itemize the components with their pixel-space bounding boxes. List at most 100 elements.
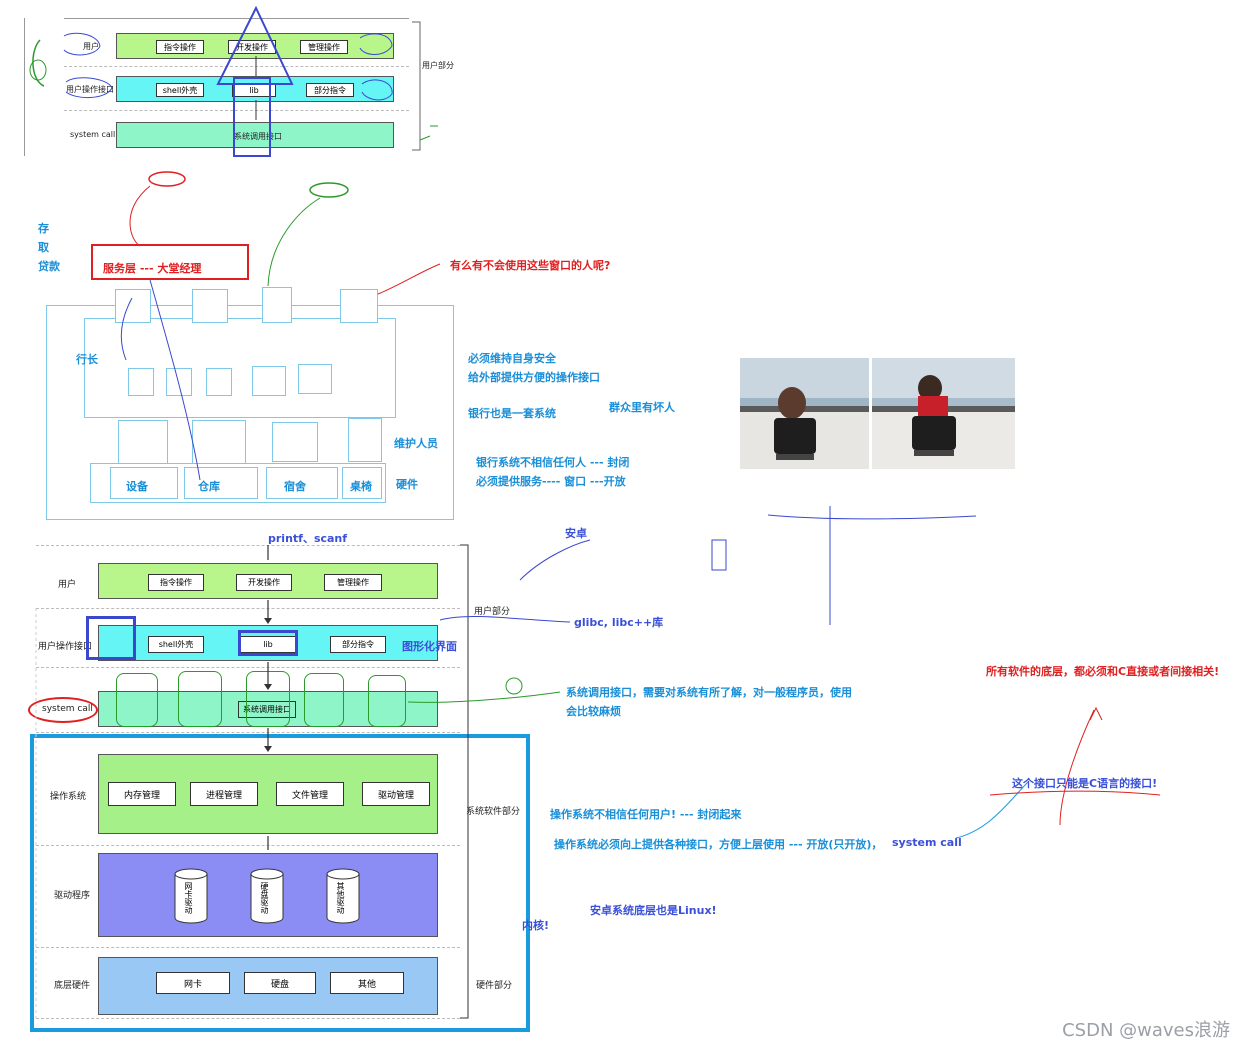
top-cmd-box: 指令操作 [156, 40, 204, 54]
syscall-note-2: 会比较麻烦 [566, 705, 621, 718]
hw-label: 硬件 [396, 478, 418, 491]
mem-mgmt-box: 内存管理 [108, 782, 176, 806]
main-sep-3 [36, 732, 460, 733]
nic-box: 网卡 [156, 972, 230, 994]
window-4 [340, 289, 378, 323]
window-1 [115, 289, 151, 323]
gui-highlight-box [86, 616, 136, 660]
bank-note-1: 必须维持自身安全 [468, 352, 556, 365]
maint-4 [348, 418, 382, 462]
disk-driver-text: 硬盘驱动 [260, 882, 269, 914]
glibc-note: glibc, libc++库 [574, 616, 664, 629]
question-note: 有么有不会使用这些窗口的人呢? [450, 259, 611, 272]
boss-label: 行长 [76, 353, 98, 366]
part-cmd-box: 部分指令 [330, 636, 386, 653]
main-sep-1 [36, 608, 460, 609]
android-note: 安卓 [565, 527, 587, 540]
bank-note-6: 必须提供服务---- 窗口 ---开放 [476, 475, 626, 488]
hw-furniture: 桌椅 [350, 480, 372, 493]
shell-box: shell外壳 [148, 636, 204, 653]
syscall-port-5 [368, 675, 406, 727]
bank-note-5: 银行系统不相信任何人 --- 封闭 [476, 456, 630, 469]
staff-3 [206, 368, 232, 396]
nic-driver-cylinder: 网卡驱动 [174, 868, 208, 924]
proc-mgmt-box: 进程管理 [190, 782, 258, 806]
printf-label: printf、scanf [268, 532, 348, 545]
hw-dorm-box [266, 467, 338, 499]
bank-note-3: 银行也是一套系统 [468, 407, 556, 420]
other-hw-box: 其他 [330, 972, 404, 994]
hw-row-label: 底层硬件 [54, 981, 91, 991]
maint-3 [272, 422, 318, 462]
top-dev-box: 开发操作 [228, 40, 276, 54]
syscall-iface-box: 系统调用接口 [238, 701, 296, 718]
top-rule [64, 18, 409, 19]
main-sep-6 [36, 1018, 460, 1019]
service-layer-box [91, 244, 249, 280]
syscall-port-4 [304, 673, 344, 727]
admin-op-box: 管理操作 [324, 574, 382, 591]
main-sep-5 [36, 947, 460, 948]
hw-store-box [184, 467, 258, 499]
top-lib-box: lib [232, 83, 276, 97]
bank-note-4: 群众里有坏人 [609, 401, 675, 414]
top-syscall-layer [116, 122, 394, 148]
top-shell-box: shell外壳 [156, 83, 204, 97]
hw-furniture-box [342, 467, 382, 499]
top-user-label: 用户 [83, 42, 99, 51]
disk-box: 硬盘 [244, 972, 316, 994]
main-sep-4 [36, 845, 460, 846]
dev-op-box: 开发操作 [236, 574, 292, 591]
syscall-port-2 [178, 671, 222, 727]
window-2 [192, 289, 228, 323]
syscall-port-1 [116, 673, 158, 727]
top-part-cmd-box: 部分指令 [306, 83, 354, 97]
main-sep-2 [36, 667, 460, 668]
driver-row-label: 驱动程序 [54, 891, 91, 901]
file-mgmt-box: 文件管理 [276, 782, 344, 806]
kernel-frame [30, 734, 530, 1032]
gui-label: 图形化界面 [402, 640, 457, 653]
syscall-row-label: system call [42, 704, 93, 714]
system-call-note: system call [892, 836, 962, 849]
hw-device: 设备 [126, 480, 148, 493]
top-side-label: 用户部分 [422, 61, 454, 70]
counter-photo-svg [740, 358, 1015, 469]
staff-5 [298, 364, 332, 394]
iface-row-label: 用户操作接口 [38, 642, 93, 652]
side-user-part: 用户部分 [474, 607, 511, 617]
os-provide-note: 操作系统必须向上提供各种接口，方便上层使用 --- 开放(只开放)， [554, 838, 883, 851]
bank-outer-frame [46, 305, 454, 520]
main-sep-0 [36, 545, 460, 546]
top-admin-box: 管理操作 [300, 40, 348, 54]
top-sep-1 [64, 66, 409, 68]
drv-mgmt-box: 驱动管理 [362, 782, 430, 806]
kernel-note: 内核! [522, 919, 550, 932]
staff-1 [128, 368, 154, 396]
window-3 [262, 287, 292, 323]
bank-deposit: 存 [38, 222, 49, 235]
all-software-note: 所有软件的底层，都必须和C直接或者间接相关! [986, 665, 1220, 678]
c-iface-note: 这个接口只能是C语言的接口! [1012, 777, 1158, 790]
staff-2 [166, 368, 192, 396]
bank-withdraw: 取 [38, 241, 49, 254]
maint-label: 维护人员 [394, 437, 438, 450]
other-driver-text: 其他驱动 [336, 882, 345, 914]
top-sep-2 [64, 110, 409, 112]
top-left-rule [24, 18, 25, 156]
disk-driver-cylinder: 硬盘驱动 [250, 868, 284, 924]
bank-loan: 贷款 [38, 260, 60, 273]
side-hw-part: 硬件部分 [476, 981, 513, 991]
user-row-label: 用户 [58, 580, 77, 590]
watermark: CSDN @waves浪游 [1062, 1020, 1230, 1041]
nic-driver-text: 网卡驱动 [184, 882, 193, 914]
lib-highlight-box [238, 630, 298, 656]
syscall-circle [28, 697, 98, 723]
top-iface-label: 用户操作接口 [66, 85, 114, 94]
bank-note-2: 给外部提供方便的操作接口 [468, 371, 600, 384]
top-syscall-label: system call [70, 130, 116, 139]
syscall-note-1: 系统调用接口，需要对系统有所了解，对一般程序员，使用 [566, 686, 852, 699]
other-driver-cylinder: 其他驱动 [326, 868, 360, 924]
hw-store: 仓库 [198, 480, 220, 493]
staff-4 [252, 366, 286, 396]
